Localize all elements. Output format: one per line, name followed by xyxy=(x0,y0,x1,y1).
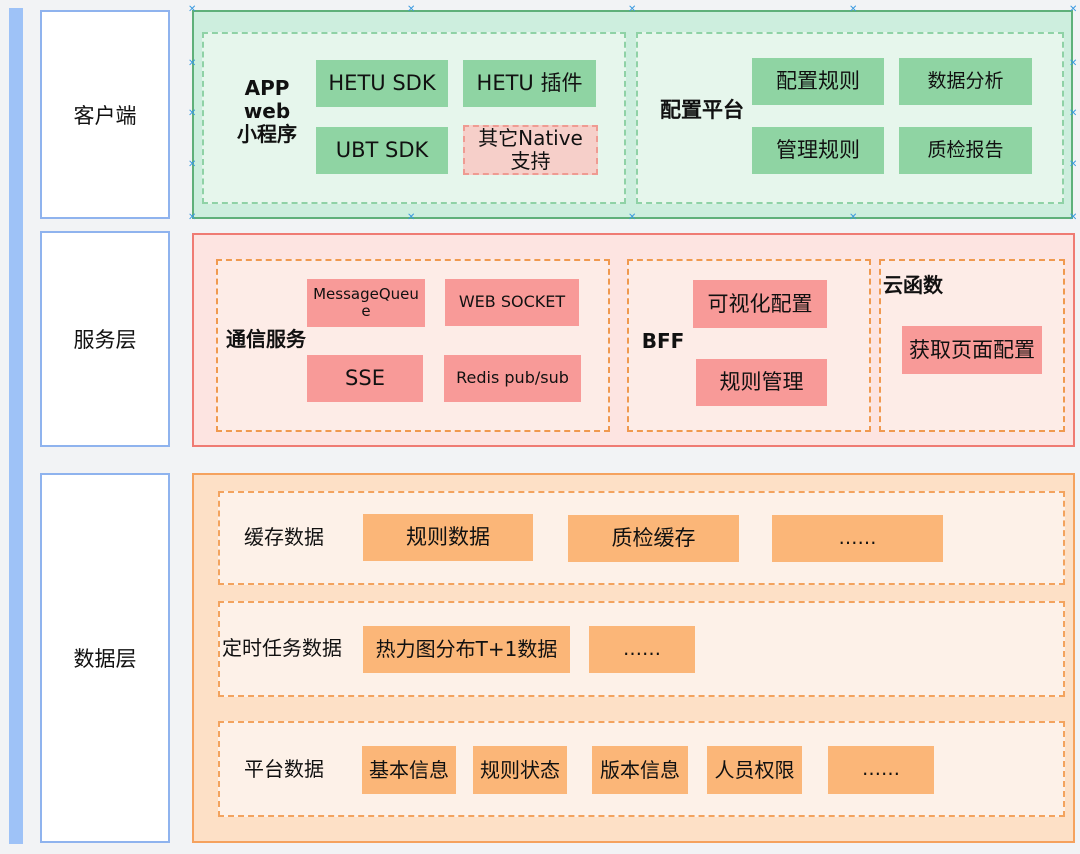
selection-handle-icon[interactable]: ✕ xyxy=(188,4,197,15)
selection-handle-icon[interactable]: ✕ xyxy=(188,212,197,223)
scheduled-data-title-text: 定时任务数据 xyxy=(222,635,342,660)
config-platform-title-text: 配置平台 xyxy=(660,97,744,122)
rule-status-box[interactable]: 规则状态 xyxy=(473,746,567,794)
heatmap-label: 热力图分布T+1数据 xyxy=(375,637,558,661)
platform-more-box[interactable]: …… xyxy=(828,746,934,794)
selection-handle-icon[interactable]: ✕ xyxy=(1069,4,1078,15)
cloud-function-title-text: 云函数 xyxy=(883,272,943,297)
bff-title: BFF xyxy=(638,326,688,356)
data-analysis-box[interactable]: 数据分析 xyxy=(899,58,1032,105)
layer-label-client-text: 客户端 xyxy=(73,103,137,128)
cache-data-title: 缓存数据 xyxy=(244,520,354,550)
qc-report-box[interactable]: 质检报告 xyxy=(899,127,1032,174)
data-analysis-label: 数据分析 xyxy=(927,69,1004,92)
ubt-sdk-label: UBT SDK xyxy=(335,138,429,163)
version-info-box[interactable]: 版本信息 xyxy=(592,746,688,794)
layer-label-service: 服务层 xyxy=(40,231,170,447)
left-side-bar xyxy=(9,8,23,844)
layer-label-service-text: 服务层 xyxy=(73,328,137,352)
selection-handle-icon[interactable]: ✕ xyxy=(1069,108,1078,119)
cache-more-box[interactable]: …… xyxy=(772,515,943,562)
selection-handle-icon[interactable]: ✕ xyxy=(188,58,197,69)
layer-label-data: 数据层 xyxy=(40,473,170,843)
cache-more-label: …… xyxy=(838,526,877,549)
selection-handle-icon[interactable]: ✕ xyxy=(1069,159,1078,170)
heatmap-box[interactable]: 热力图分布T+1数据 xyxy=(363,626,570,673)
other-native-box[interactable]: 其它Native 支持 xyxy=(463,125,598,175)
get-page-config-box[interactable]: 获取页面配置 xyxy=(902,326,1042,374)
selection-handle-icon[interactable]: ✕ xyxy=(849,4,858,15)
rule-manage-box[interactable]: 规则管理 xyxy=(696,359,827,406)
permissions-label: 人员权限 xyxy=(714,757,795,782)
cache-data-title-text: 缓存数据 xyxy=(244,524,324,549)
rule-data-box[interactable]: 规则数据 xyxy=(363,514,533,561)
hetu-plugin-box[interactable]: HETU 插件 xyxy=(463,60,596,107)
cloud-function-title: 云函数 xyxy=(883,270,955,300)
sse-box[interactable]: SSE xyxy=(307,355,423,402)
config-rules-box[interactable]: 配置规则 xyxy=(752,58,884,105)
platform-data-title-text: 平台数据 xyxy=(244,756,324,781)
rule-data-label: 规则数据 xyxy=(406,525,490,550)
other-native-label-line1: 其它Native xyxy=(478,126,583,150)
selection-handle-icon[interactable]: ✕ xyxy=(628,212,637,223)
other-native-label-line2: 支持 xyxy=(510,149,551,173)
layer-label-client: 客户端 xyxy=(40,10,170,219)
scheduled-more-box[interactable]: …… xyxy=(589,626,695,673)
scheduled-more-label: …… xyxy=(623,637,661,660)
redis-label: Redis pub/sub xyxy=(456,368,569,388)
visual-config-box[interactable]: 可视化配置 xyxy=(693,280,827,328)
config-rules-label: 配置规则 xyxy=(776,69,860,94)
version-info-label: 版本信息 xyxy=(600,757,680,782)
scheduled-data-title: 定时任务数据 xyxy=(222,631,360,661)
permissions-box[interactable]: 人员权限 xyxy=(707,746,802,794)
selection-handle-icon[interactable]: ✕ xyxy=(407,212,416,223)
selection-handle-icon[interactable]: ✕ xyxy=(1069,212,1078,223)
rule-manage-label: 规则管理 xyxy=(719,370,804,395)
platform-more-label: …… xyxy=(862,758,900,781)
sse-label: SSE xyxy=(345,366,385,391)
layer-label-data-text: 数据层 xyxy=(73,647,137,671)
comm-service-title-text: 通信服务 xyxy=(226,326,306,351)
config-platform-title: 配置平台 xyxy=(654,92,750,128)
platform-data-title: 平台数据 xyxy=(244,752,354,782)
selection-handle-icon[interactable]: ✕ xyxy=(188,159,197,170)
rule-status-label: 规则状态 xyxy=(480,757,560,782)
manage-rules-label: 管理规则 xyxy=(776,138,860,163)
platform-web: web xyxy=(243,98,291,123)
message-queue-label-line2: e xyxy=(361,302,371,320)
qc-cache-box[interactable]: 质检缓存 xyxy=(568,515,739,562)
basic-info-label: 基本信息 xyxy=(369,757,449,782)
websocket-label: WEB SOCKET xyxy=(458,292,566,312)
comm-service-title: 通信服务 xyxy=(220,324,312,354)
bff-title-text: BFF xyxy=(641,328,685,353)
qc-cache-label: 质检缓存 xyxy=(611,526,696,551)
selection-handle-icon[interactable]: ✕ xyxy=(1069,58,1078,69)
ubt-sdk-box[interactable]: UBT SDK xyxy=(316,127,448,174)
selection-handle-icon[interactable]: ✕ xyxy=(628,4,637,15)
selection-handle-icon[interactable]: ✕ xyxy=(407,4,416,15)
basic-info-box[interactable]: 基本信息 xyxy=(362,746,456,794)
selection-handle-icon[interactable]: ✕ xyxy=(849,212,858,223)
hetu-sdk-box[interactable]: HETU SDK xyxy=(316,60,448,107)
platform-app: APP xyxy=(244,75,290,100)
hetu-plugin-label: HETU 插件 xyxy=(476,71,583,96)
websocket-box[interactable]: WEB SOCKET xyxy=(445,279,579,326)
qc-report-label: 质检报告 xyxy=(927,138,1004,161)
hetu-sdk-label: HETU SDK xyxy=(328,71,436,96)
visual-config-label: 可视化配置 xyxy=(707,291,813,316)
message-queue-label-line1: MessageQueu xyxy=(313,284,419,303)
get-page-config-label: 获取页面配置 xyxy=(909,337,1035,362)
platform-miniprogram: 小程序 xyxy=(237,121,297,146)
manage-rules-box[interactable]: 管理规则 xyxy=(752,127,884,174)
selection-handle-icon[interactable]: ✕ xyxy=(188,108,197,119)
redis-box[interactable]: Redis pub/sub xyxy=(444,355,581,402)
message-queue-box[interactable]: MessageQueu e xyxy=(307,279,425,327)
client-platforms-title: APP web 小程序 xyxy=(222,66,312,156)
